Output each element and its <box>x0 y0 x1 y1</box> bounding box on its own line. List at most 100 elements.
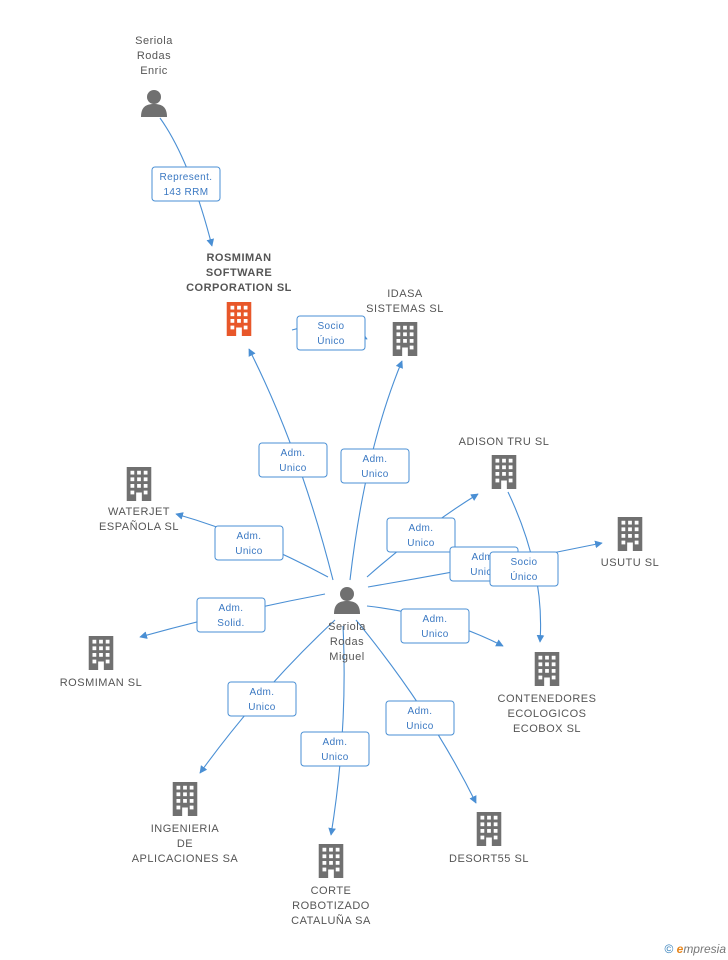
node-usutu[interactable]: USUTU SL <box>601 517 659 569</box>
node-label: Enric <box>140 65 168 77</box>
building-icon <box>126 467 152 501</box>
node-label: ADISON TRU SL <box>459 436 550 448</box>
edge-label-e10: Adm. Unico <box>400 608 470 644</box>
edge-label-box <box>214 525 284 561</box>
edge-label-text: Unico <box>235 546 263 557</box>
edge-label-text: Unico <box>421 629 449 640</box>
building-icon <box>392 322 418 356</box>
node-label: Miguel <box>329 651 364 663</box>
building-icon <box>534 652 560 686</box>
edge-label-text: Adm. <box>472 552 497 563</box>
edge-label-e1: Represent.143 RRM <box>151 166 221 202</box>
edge-label-box <box>151 166 221 202</box>
edge-label-box <box>385 700 455 736</box>
building-icon <box>88 636 114 670</box>
node-ingenieria[interactable]: INGENIERIA DE APLICACIONES SA <box>132 782 239 865</box>
edge-label-text: Socio <box>317 321 344 332</box>
person-icon <box>141 90 167 117</box>
node-label: CONTENEDORES <box>498 693 597 705</box>
edge-label-e11: Adm. Unico <box>227 681 297 717</box>
brand-logo-text: mpresia <box>683 942 726 956</box>
edge-label-text: 143 RRM <box>163 187 208 198</box>
building-icon <box>491 455 517 489</box>
node-label: ROSMIMAN <box>206 252 271 264</box>
edge-label-text: Unico <box>321 752 349 763</box>
edge-label-text: Adm. <box>250 687 275 698</box>
edge-label-text: Adm. <box>219 603 244 614</box>
edge-label-e5: Adm. Unico <box>214 525 284 561</box>
edge-label-text: Unico <box>248 702 276 713</box>
node-label: IDASA <box>387 288 423 300</box>
node-label: CORPORATION SL <box>186 282 292 294</box>
node-label: ECOBOX SL <box>513 723 581 735</box>
edge-label-text: Adm. <box>323 737 348 748</box>
edge-label-text: Adm. <box>423 614 448 625</box>
node-label: CATALUÑA SA <box>291 914 371 927</box>
node-label: WATERJET <box>108 506 170 518</box>
edge-label-box <box>296 315 366 351</box>
edge-label-text: Socio <box>510 557 537 568</box>
node-ecobox[interactable]: CONTENEDORES ECOLOGICOS ECOBOX SL <box>498 652 597 735</box>
edge-label-box <box>400 608 470 644</box>
edge-label-box <box>227 681 297 717</box>
node-label: ROSMIMAN SL <box>60 677 143 689</box>
node-rosmiman[interactable]: ROSMIMAN SL <box>60 636 143 689</box>
node-label: SISTEMAS SL <box>366 303 444 315</box>
node-label: Rodas <box>137 50 171 62</box>
node-label: SOFTWARE <box>206 267 272 279</box>
edge-label-text: Solid. <box>217 618 244 629</box>
node-idasa[interactable]: IDASA SISTEMAS SL <box>366 288 444 356</box>
node-label: Seriola <box>328 621 366 633</box>
building-icon <box>226 302 252 336</box>
edge-label-e12: Adm. Unico <box>300 731 370 767</box>
node-corte[interactable]: CORTE ROBOTIZADO CATALUÑA SA <box>291 844 371 927</box>
edge-label-text: Único <box>317 334 345 347</box>
edge-label-e6: Adm. Unico <box>386 517 456 553</box>
edge-label-text: Unico <box>470 567 498 578</box>
node-label: ECOLOGICOS <box>508 708 587 720</box>
node-desort[interactable]: DESORT55 SL <box>449 812 529 865</box>
edge-label-text: Adm. <box>409 523 434 534</box>
node-rosmiman_sw[interactable]: ROSMIMAN SOFTWARE CORPORATION SL <box>186 252 292 336</box>
node-label: USUTU SL <box>601 557 659 569</box>
building-icon <box>617 517 643 551</box>
copyright-icon: © <box>664 942 674 956</box>
edge-label-e13: Adm. Unico <box>385 700 455 736</box>
edge-label-text: Adm. <box>281 448 306 459</box>
edge-label-box <box>196 597 266 633</box>
node-label: ROBOTIZADO <box>292 900 370 912</box>
node-label: APLICACIONES SA <box>132 853 239 865</box>
edge-line-e12 <box>328 625 345 836</box>
edge-label-text: Unico <box>406 721 434 732</box>
node-adison[interactable]: ADISON TRU SL <box>459 436 550 489</box>
building-icon <box>476 812 502 846</box>
brand-logo-initial: e <box>676 942 684 956</box>
edge-label-e9: Adm. Solid. <box>196 597 266 633</box>
edge-label-text: Único <box>510 570 538 583</box>
building-icon <box>318 844 344 878</box>
node-label: INGENIERIA <box>151 823 220 835</box>
building-icon <box>172 782 198 816</box>
node-label: DESORT55 SL <box>449 853 529 865</box>
edge-label-e3: Adm.Unico <box>258 442 328 478</box>
edge-label-text: Unico <box>361 469 389 480</box>
person-icon <box>334 587 360 614</box>
node-label: Seriola <box>135 35 173 47</box>
node-label: CORTE <box>311 885 352 897</box>
edge-label-box <box>489 551 559 587</box>
edge-label-text: Adm. <box>408 706 433 717</box>
footer-brand: © empresia <box>664 942 726 956</box>
edge-label-box <box>258 442 328 478</box>
edge-label-text: Adm. <box>237 531 262 542</box>
edge-label-text: Unico <box>407 538 435 549</box>
node-label: DE <box>177 838 193 850</box>
edge-label-box <box>300 731 370 767</box>
node-label: Rodas <box>330 636 364 648</box>
edge-label-e4: Adm.Unico <box>340 448 410 484</box>
